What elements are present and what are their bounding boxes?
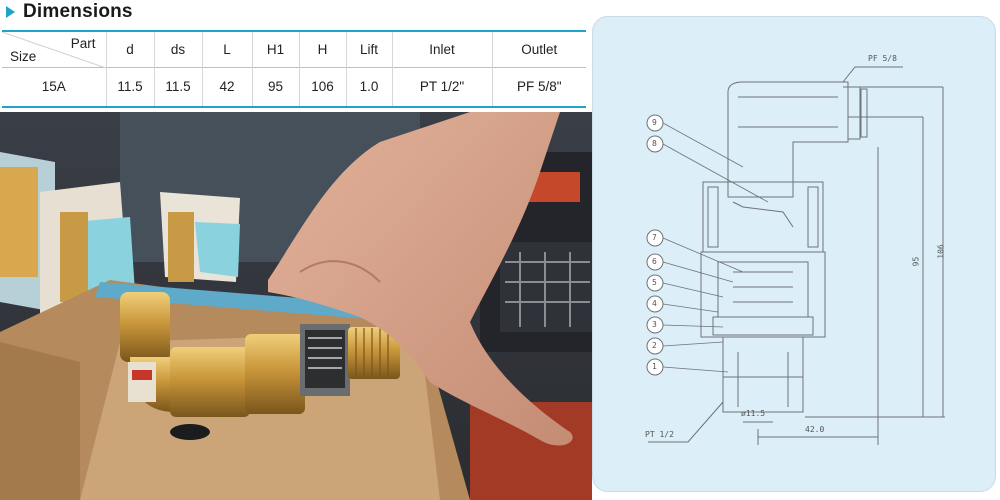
width-dimension-label: 42.0 (805, 425, 825, 434)
callout-number: 6 (652, 257, 657, 266)
brass-valve-shape (120, 292, 400, 440)
cell-l: 42 (201, 67, 252, 107)
cell-h1: 95 (251, 67, 299, 107)
column-header-lift: Lift (345, 31, 392, 67)
outlet-thread-label: PF 5/8 (868, 54, 897, 63)
cell-inlet: PT 1/2" (391, 67, 492, 107)
callout-number: 7 (652, 233, 657, 242)
table-header-row: Part Size d ds L H1 H Lift Inlet Outlet (2, 31, 586, 68)
corner-size-label: Size (10, 48, 37, 64)
callout-number: 3 (652, 320, 657, 329)
heading-text: Dimensions (23, 1, 133, 22)
product-photo (0, 112, 592, 500)
h-dimension-label: 106 (936, 244, 946, 259)
column-header-h1: H1 (251, 31, 299, 67)
bore-dimension-label: ø11.5 (741, 409, 766, 418)
callout-number: 5 (652, 278, 657, 287)
dimensions-table: Part Size d ds L H1 H Lift Inlet Outlet … (2, 30, 586, 108)
table-row: 15A 11.5 11.5 42 95 106 1.0 PT 1/2" PF 5… (2, 67, 586, 107)
callout-number: 9 (652, 118, 657, 127)
corner-part-label: Part (70, 36, 96, 51)
callout-number: 4 (652, 299, 657, 308)
cell-d: 11.5 (105, 67, 154, 107)
corner-header-cell: Part Size (2, 31, 106, 68)
inlet-thread-label: PT 1/2 (645, 430, 674, 439)
cell-size: 15A (41, 79, 66, 95)
cell-ds: 11.5 (153, 67, 202, 107)
cell-lift: 1.0 (345, 67, 392, 107)
callout-number: 8 (652, 139, 657, 148)
column-header-l: L (201, 31, 252, 67)
column-header-d: d (105, 31, 154, 67)
cell-h: 106 (298, 67, 346, 107)
photo-illustration (0, 112, 592, 500)
callout-number: 1 (652, 362, 657, 371)
cell-outlet: PF 5/8" (491, 67, 586, 107)
column-header-inlet: Inlet (391, 31, 492, 67)
triangle-bullet-icon (6, 6, 15, 18)
valve-cross-section-drawing (646, 66, 945, 445)
hand-shape (268, 112, 573, 446)
technical-drawing-card: PF 5/8 PT 1/2 42.0 ø11.5 95 106 9 8 7 6 … (592, 16, 996, 492)
column-header-ds: ds (153, 31, 202, 67)
h1-dimension-label: 95 (911, 256, 921, 267)
column-header-outlet: Outlet (491, 31, 586, 67)
diagonal-divider (2, 32, 106, 68)
column-header-h: H (298, 31, 346, 67)
dimensions-heading: Dimensions (6, 0, 133, 24)
callout-number: 2 (652, 341, 657, 350)
